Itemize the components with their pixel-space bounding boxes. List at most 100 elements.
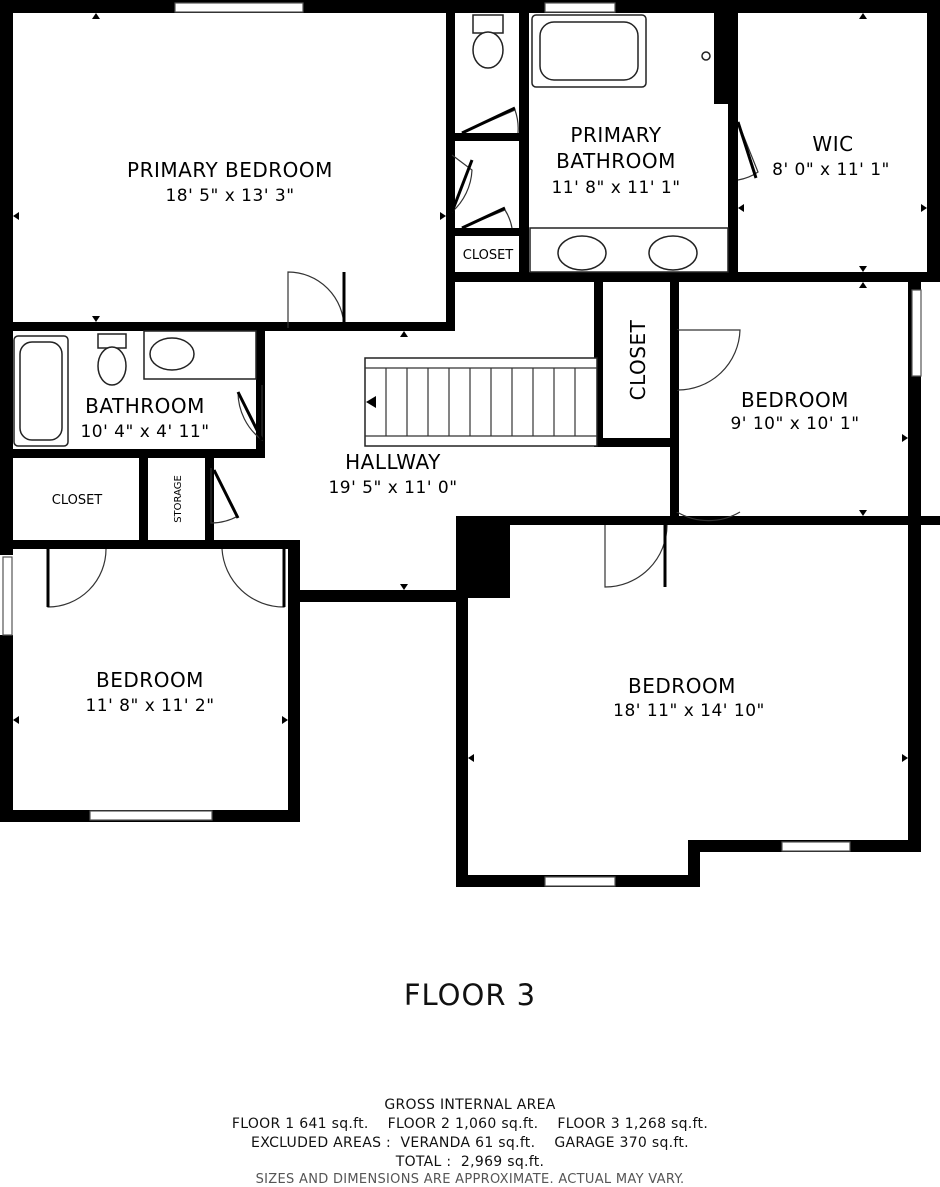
primary-bathroom-name-line1: PRIMARY <box>570 123 661 147</box>
staircase <box>364 357 598 447</box>
bathtub-basin <box>19 341 63 441</box>
door-leaf <box>736 121 758 179</box>
wall-vcloset-left <box>594 272 603 447</box>
bathroom-dims: 10' 4" x 4' 11" <box>80 422 209 442</box>
bedroom-left-dims: 11' 8" x 11' 2" <box>85 696 214 716</box>
window <box>2 556 13 636</box>
door-leaf <box>461 206 506 230</box>
fixtures <box>13 14 729 447</box>
wall-large-bed-top <box>456 516 940 525</box>
dimension-tick <box>859 13 867 19</box>
sink <box>648 235 698 271</box>
door-leaf <box>461 106 516 135</box>
window <box>544 876 616 887</box>
room-labels: PRIMARY BEDROOM 18' 5" x 13' 3" PRIMARY … <box>52 123 890 721</box>
window <box>89 810 213 821</box>
wall-closet-top <box>446 228 526 236</box>
window <box>174 2 304 13</box>
area-summary: GROSS INTERNAL AREA FLOOR 1 641 sq.ft. F… <box>0 1096 940 1172</box>
wall-closet-right <box>139 449 148 549</box>
bedroom-right-name: BEDROOM <box>741 388 849 412</box>
closet-vertical-label: CLOSET <box>626 319 650 400</box>
closet-left-label: CLOSET <box>52 493 103 508</box>
toilet-bowl <box>472 31 504 69</box>
dimension-tick <box>902 434 908 442</box>
wall-top <box>0 0 940 13</box>
window <box>911 289 922 377</box>
dimension-tick <box>902 754 908 762</box>
dimension-tick <box>859 510 867 516</box>
wall-left-lower <box>0 635 13 822</box>
dimension-tick <box>468 754 474 762</box>
door-swing <box>461 209 513 229</box>
door-swing <box>210 468 239 524</box>
door-swing <box>221 548 285 608</box>
dimension-tick <box>13 212 19 220</box>
door-leaf <box>212 469 240 519</box>
stairs <box>364 357 598 447</box>
door-swing <box>604 524 668 588</box>
bathtub-basin <box>539 21 639 81</box>
door-swing <box>737 121 759 181</box>
wall-vcloset-right <box>670 272 679 447</box>
wall-storage-right <box>205 449 214 549</box>
wall-bathroom-right <box>256 322 265 458</box>
hallway-dims: 19' 5" x 11' 0" <box>328 478 457 498</box>
bathroom-name: BATHROOM <box>85 394 205 418</box>
area-floors-line: FLOOR 1 641 sq.ft. FLOOR 2 1,060 sq.ft. … <box>231 1116 709 1132</box>
windows <box>2 2 922 887</box>
wall-primary-bed-bottom <box>0 322 455 331</box>
wall-large-bed-left <box>456 590 468 886</box>
toilet-tank <box>472 14 504 34</box>
stair-arrow-icon <box>366 396 376 408</box>
wall-left-upper <box>0 0 13 555</box>
door-leaf <box>236 391 264 441</box>
area-total-line: TOTAL : 2,969 sq.ft. <box>395 1154 545 1170</box>
wall-large-bed-pillar <box>456 516 510 598</box>
dimension-tick <box>921 204 927 212</box>
dimension-tick <box>440 212 446 220</box>
dimension-tick <box>859 282 867 288</box>
primary-bedroom-dims: 18' 5" x 13' 3" <box>165 186 294 206</box>
hallway-name: HALLWAY <box>345 450 441 474</box>
closet-small-label: CLOSET <box>463 248 514 263</box>
wall-left-bed-right <box>288 540 300 822</box>
dimension-ticks <box>13 13 927 762</box>
bedroom-large-name: BEDROOM <box>628 674 736 698</box>
wall-bath-bottom <box>446 272 940 282</box>
door-swing <box>461 109 519 134</box>
wall-right-upper <box>927 0 940 282</box>
area-excluded-line: EXCLUDED AREAS : VERANDA 61 sq.ft. GARAG… <box>251 1135 689 1151</box>
sink <box>149 337 195 371</box>
storage-label: STORAGE <box>173 475 184 523</box>
dimension-tick <box>738 204 744 212</box>
wall-closet-bottom <box>0 540 300 549</box>
window <box>544 2 616 13</box>
dimension-tick <box>92 316 100 322</box>
window <box>781 841 851 852</box>
dimension-tick <box>13 716 19 724</box>
wall-bed-right-left <box>670 447 679 525</box>
dimension-tick <box>400 331 408 337</box>
wall-bath-fin <box>714 10 728 104</box>
walls <box>0 0 940 887</box>
shower-head <box>701 51 711 61</box>
bedroom-left-name: BEDROOM <box>96 668 204 692</box>
area-heading: GROSS INTERNAL AREA <box>384 1097 556 1113</box>
door-leaf <box>450 159 474 213</box>
toilet-tank <box>97 333 127 349</box>
door-swing <box>676 450 741 522</box>
wic-name: WIC <box>812 132 853 156</box>
primary-bedroom-name: PRIMARY BEDROOM <box>127 158 333 182</box>
wall-right-mid <box>908 282 921 848</box>
bedroom-large-dims: 18' 11" x 14' 10" <box>613 701 765 721</box>
sink <box>557 235 607 271</box>
wall-primary-bed-right <box>446 0 455 331</box>
wic-dims: 8' 0" x 11' 1" <box>772 160 890 180</box>
door-swing <box>451 154 473 213</box>
toilet-bowl <box>97 346 127 386</box>
dimension-tick <box>859 266 867 272</box>
door-swing <box>676 329 741 391</box>
door-swing <box>47 548 107 608</box>
